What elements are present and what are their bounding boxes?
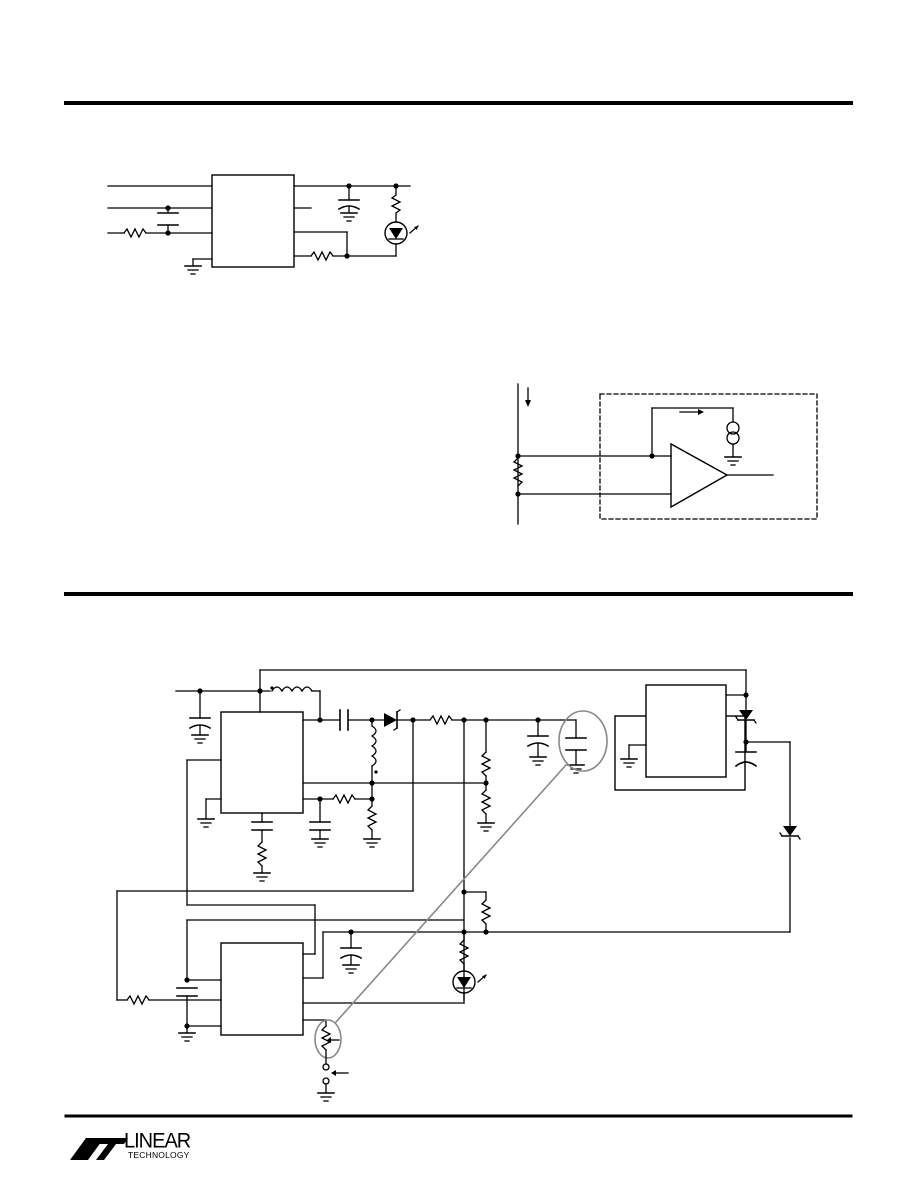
logo-line-1: LINEAR [124, 1129, 191, 1153]
schematic-main [116, 669, 801, 1102]
schematic-top-left [107, 174, 419, 275]
linear-technology-logo: LINEAR TECHNOLOGY [66, 1128, 206, 1168]
schematic-current-sense [512, 383, 818, 525]
logo-mark [70, 1138, 128, 1160]
logo-line-2: TECHNOLOGY [128, 1150, 190, 1160]
